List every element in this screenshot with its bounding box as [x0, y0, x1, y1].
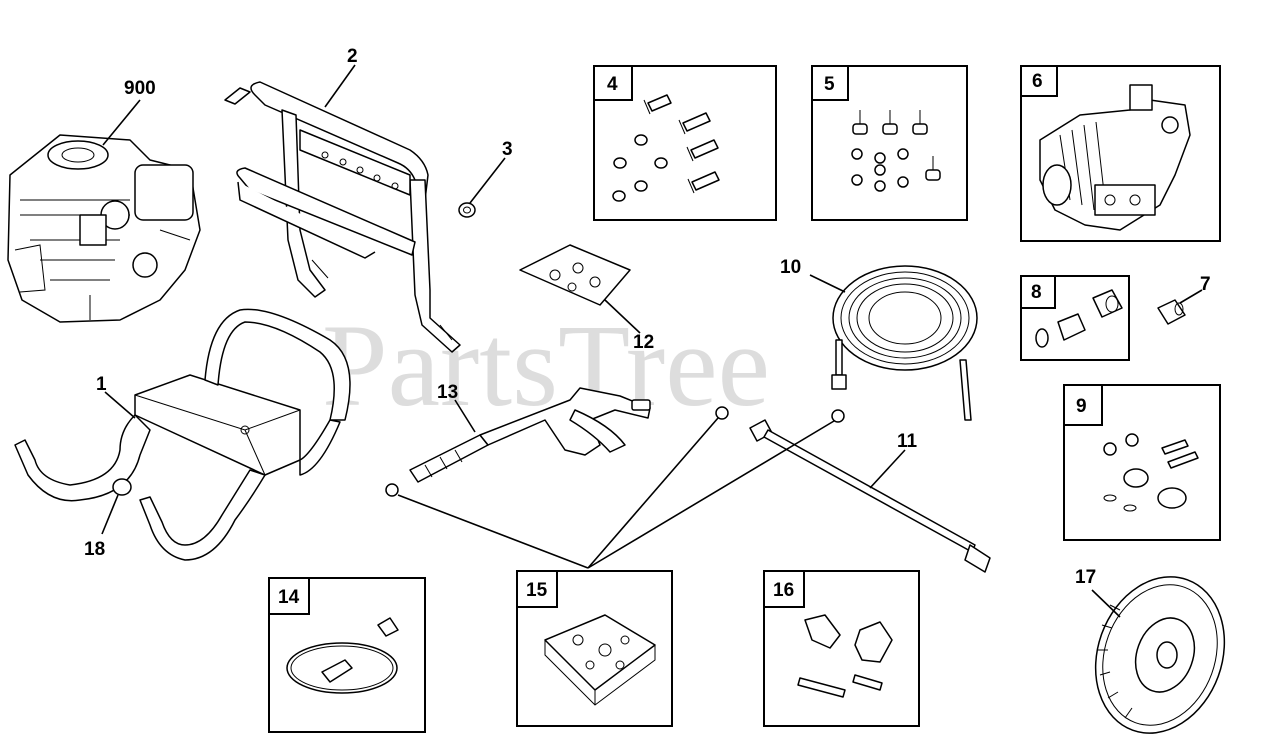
parts-bag-12[interactable] [519, 244, 631, 306]
leader-15-c [587, 420, 835, 569]
box-6-tag [1020, 65, 1058, 97]
callout-18: 18 [84, 539, 105, 560]
box-16-label: 16 [773, 580, 794, 601]
box-16-tag [763, 570, 805, 608]
fitting-part-7[interactable] [1157, 299, 1186, 325]
box-15-label: 15 [526, 580, 548, 601]
leader-900 [102, 99, 141, 146]
cap-part-18[interactable] [112, 478, 132, 496]
spray-wand-11[interactable] [749, 419, 991, 573]
leader-17 [1091, 589, 1121, 618]
leader-10 [809, 274, 846, 293]
leader-7 [1179, 289, 1203, 304]
box-5-tag [811, 65, 849, 101]
engine-part-900[interactable] [7, 134, 201, 323]
box-8[interactable] [1020, 275, 1130, 361]
box-9-label: 9 [1076, 396, 1087, 417]
callout-13: 13 [437, 382, 458, 403]
box-14-tag [268, 577, 310, 615]
callout-1: 1 [96, 374, 107, 395]
box-6-label: 6 [1032, 71, 1043, 92]
leader-13 [454, 399, 476, 433]
mounting-hardware-9 [1103, 433, 1199, 512]
callout-900: 900 [124, 78, 156, 99]
leader-2 [324, 64, 356, 108]
box-9[interactable] [1063, 384, 1221, 541]
bolts-and-washers-4 [612, 94, 720, 202]
callout-12: 12 [633, 332, 654, 353]
leader-1 [104, 391, 136, 419]
leader-15-b [587, 417, 719, 569]
callout-2: 2 [347, 46, 358, 67]
leader-11 [869, 449, 906, 489]
o-ring-kit-14 [286, 617, 399, 694]
callout-3: 3 [502, 139, 513, 160]
box-14[interactable] [268, 577, 426, 733]
adapter-set-8 [1035, 289, 1123, 348]
pump-assembly-6 [1039, 84, 1191, 231]
handle-frame-part-2[interactable] [224, 81, 461, 353]
box-4[interactable] [593, 65, 777, 221]
high-pressure-hose-10[interactable] [831, 265, 978, 421]
box-8-label: 8 [1031, 282, 1042, 303]
box-6[interactable] [1020, 65, 1221, 242]
wheel-part-17[interactable] [1074, 559, 1245, 746]
spray-gun-13[interactable] [409, 387, 651, 483]
leader-12 [604, 299, 641, 334]
handle-hardware-16 [797, 614, 893, 698]
box-15-tag [516, 570, 558, 608]
callout-10: 10 [780, 257, 801, 278]
box-8-tag [1020, 275, 1056, 309]
o-rings[interactable] [385, 406, 845, 497]
box-9-tag [1063, 384, 1103, 426]
callout-11: 11 [897, 431, 918, 452]
box-14-label: 14 [278, 587, 300, 608]
base-frame-part-1[interactable] [14, 308, 351, 561]
box-15[interactable] [516, 570, 673, 727]
leader-15-a [397, 494, 589, 569]
box-4-label: 4 [607, 74, 618, 95]
box-5-label: 5 [824, 74, 835, 95]
nut-part-3[interactable] [458, 202, 476, 218]
leader-18 [101, 494, 119, 535]
callout-7: 7 [1200, 274, 1211, 295]
nozzle-set-15 [544, 614, 656, 706]
box-4-tag [593, 65, 633, 101]
box-16[interactable] [763, 570, 920, 727]
callout-17: 17 [1075, 567, 1096, 588]
fittings-and-nuts-5 [851, 110, 941, 192]
leader-3 [469, 157, 506, 204]
box-5[interactable] [811, 65, 968, 221]
